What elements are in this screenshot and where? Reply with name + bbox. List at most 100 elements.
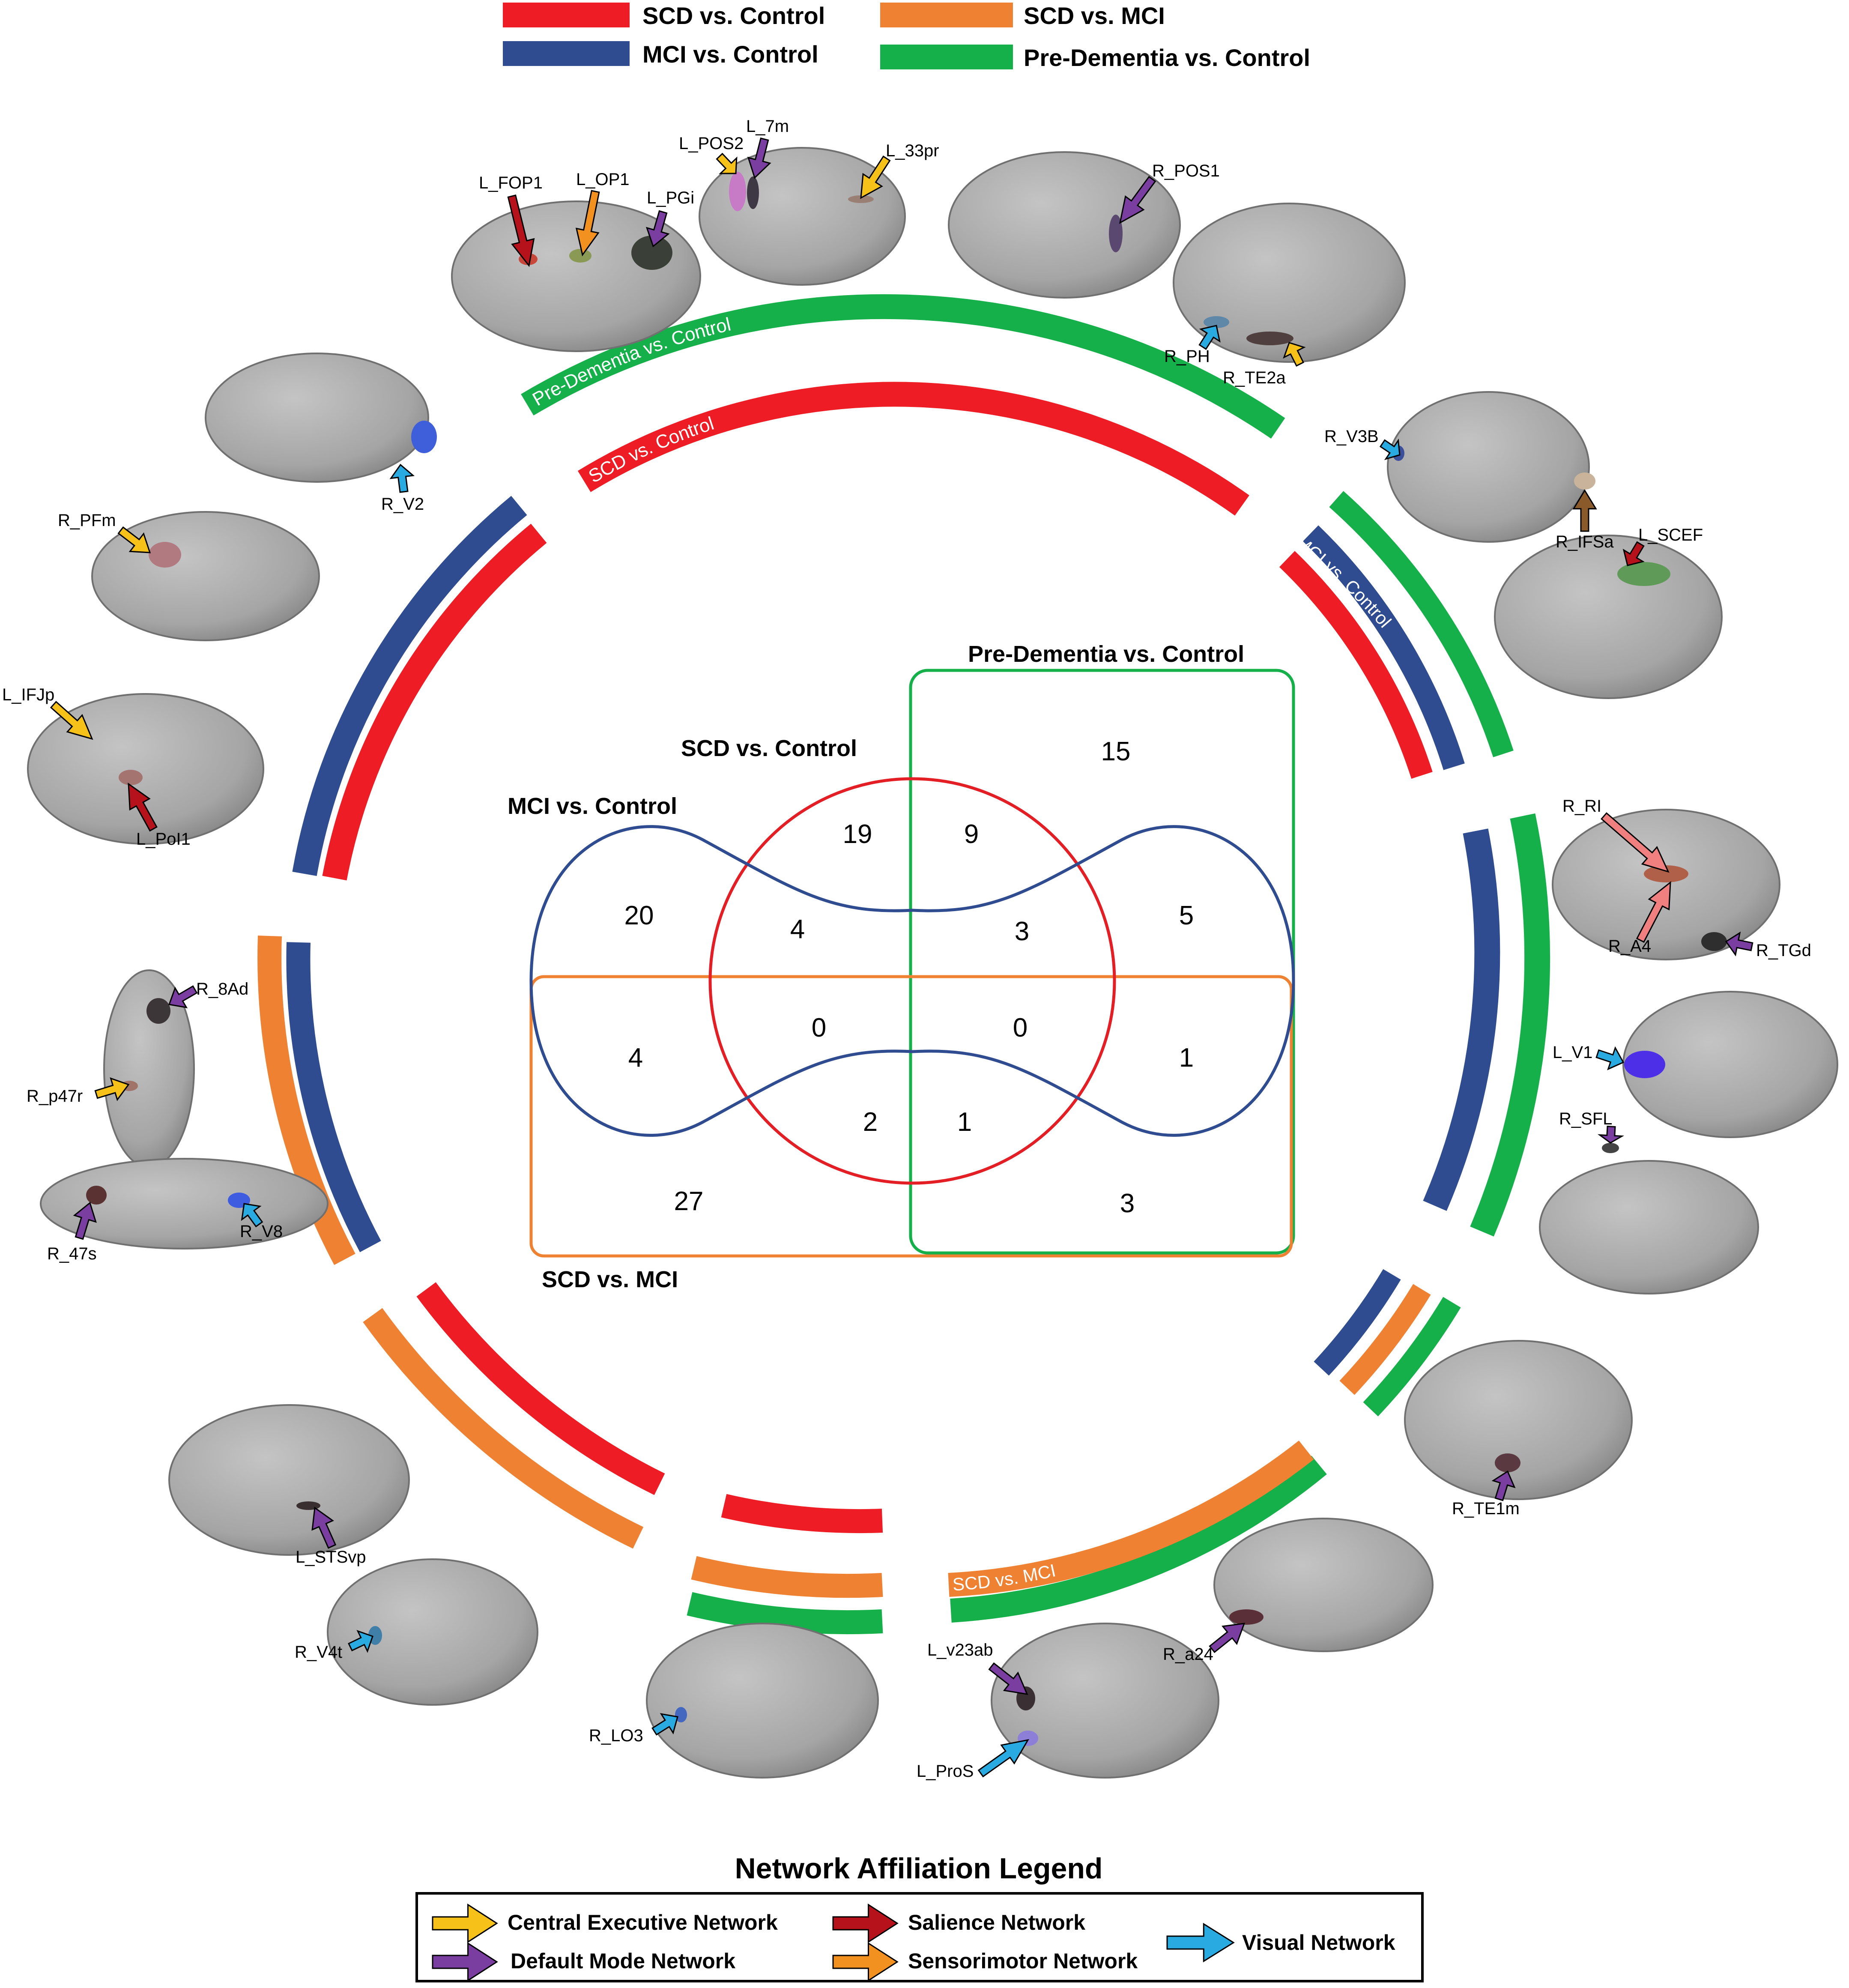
region-arrow (128, 782, 158, 832)
brain-image (1552, 809, 1780, 960)
venn-count: 9 (964, 819, 979, 849)
brain-image (1173, 203, 1406, 363)
region-label: L_SCEF (1638, 526, 1703, 544)
region-arrow (168, 985, 198, 1008)
venn-count: 2 (863, 1107, 878, 1137)
venn-count: 15 (1101, 737, 1131, 766)
venn-count: 5 (1179, 901, 1194, 930)
brain-image (91, 511, 320, 641)
arc-b-scd-mci (948, 1441, 1314, 1597)
network-legend-label-cen: Central Executive Network (508, 1910, 778, 1934)
arc-ur-predementia (1329, 491, 1514, 757)
region-label: L_FOP1 (479, 173, 543, 192)
venn-count: 27 (674, 1187, 704, 1216)
region-arrow (645, 210, 670, 248)
region-label: R_PH (1164, 347, 1210, 366)
region-label: R_8Ad (196, 980, 248, 998)
arc-l-scd-mci (257, 936, 355, 1265)
brain-image (1494, 535, 1723, 699)
region-arrows (50, 137, 1753, 1778)
region-patch (1574, 472, 1595, 490)
venn-count: 20 (624, 901, 654, 930)
region-arrow (1636, 881, 1671, 943)
network-legend-label-dmn: Default Mode Network (511, 1949, 735, 1973)
arc-label-scd-control: SCD vs. Control (585, 413, 717, 487)
region-labels: L_FOP1 L_OP1 L_PGi L_POS2 L_7m L_33pr R_… (2, 117, 1811, 1781)
region-arrow (348, 1630, 373, 1653)
network-legend-arrows (432, 1903, 1235, 1982)
region-label: R_V2 (381, 495, 424, 514)
region-patch (848, 195, 874, 203)
legend-arrow-sensorimotor (832, 1942, 899, 1982)
region-arrow (1597, 1125, 1625, 1144)
brain-image (646, 1623, 879, 1779)
arc-lr-scd-mci (1339, 1284, 1431, 1395)
brain-image (1387, 391, 1590, 543)
brain-image (205, 353, 429, 483)
region-patch (729, 172, 746, 211)
legend-arrow-visual (1166, 1922, 1235, 1963)
region-label: L_v23ab (927, 1641, 993, 1659)
brain-image (1622, 991, 1838, 1138)
region-arrow (73, 1202, 97, 1240)
brain-image (451, 200, 701, 352)
region-arrow (747, 137, 771, 179)
arc-ll-scd-mci (363, 1308, 644, 1549)
region-patch (569, 249, 591, 263)
region-label: L_STSvp (296, 1548, 366, 1566)
legend-swatch-scd-mci (880, 3, 1013, 27)
region-patch (86, 1186, 107, 1205)
region-arrow (1572, 489, 1597, 532)
region-arrow (1622, 541, 1645, 566)
region-label: R_47s (47, 1244, 97, 1263)
region-arrow (716, 152, 738, 174)
region-arrow (1725, 931, 1753, 957)
region-label: L_V1 (1553, 1043, 1592, 1062)
region-arrow (1379, 438, 1401, 460)
region-arrow (988, 1662, 1028, 1695)
legend-label-predementia: Pre-Dementia vs. Control (1024, 44, 1310, 71)
venn-label-mci-control: MCI vs. Control (508, 793, 677, 819)
venn-label-scd-control: SCD vs. Control (681, 735, 857, 761)
arc-lr-mci-control (1314, 1269, 1401, 1376)
brain-image (1404, 1340, 1633, 1500)
region-patch (1229, 1609, 1264, 1625)
region-arrow (1491, 1470, 1516, 1501)
arc-bc-scd-mci (691, 1556, 883, 1598)
network-legend: Network Affiliation Legend Central Execu… (415, 1852, 1424, 1982)
region-arrow (1209, 1623, 1246, 1653)
region-label: R_V4t (295, 1643, 342, 1662)
region-label: R_V3B (1324, 427, 1379, 446)
region-label: R_a24 (1163, 1645, 1213, 1664)
region-label: R_RI (1562, 797, 1601, 816)
arc-ur-scd-control (1279, 551, 1433, 779)
arc-ur-mci-control (1302, 525, 1465, 770)
legend-arrow-cen (432, 1903, 498, 1943)
venn-count: 0 (812, 1013, 826, 1043)
region-label: L_IFJp (2, 685, 54, 704)
arc-l-mci-control (286, 942, 381, 1253)
arc-r-predementia (1470, 813, 1550, 1237)
region-arrow (651, 1713, 678, 1736)
top-legend: SCD vs. Control MCI vs. Control SCD vs. … (503, 2, 1310, 71)
region-arrow (1198, 325, 1221, 350)
region-patch (411, 421, 437, 453)
region-label: L_ProS (917, 1762, 974, 1781)
arc-ul-scd-control (322, 523, 547, 881)
region-label: L_7m (746, 117, 789, 136)
region-patch (1246, 332, 1293, 345)
region-label: R_A4 (1608, 937, 1651, 956)
legend-label-mci-control: MCI vs. Control (642, 41, 818, 68)
venn-scd-mci-box (529, 975, 1293, 1258)
network-legend-box (415, 1892, 1424, 1982)
region-arrow (1600, 812, 1670, 873)
region-label: R_LO3 (589, 1726, 643, 1745)
venn-labels: Pre-Dementia vs. Control SCD vs. Control… (508, 641, 1244, 1292)
region-arrow (117, 526, 151, 553)
region-label: R_TGd (1756, 941, 1811, 960)
region-patch (119, 770, 143, 785)
legend-swatch-scd-control (503, 3, 630, 27)
legend-swatch-mci-control (503, 41, 630, 66)
region-label: R_SFL (1559, 1109, 1613, 1128)
